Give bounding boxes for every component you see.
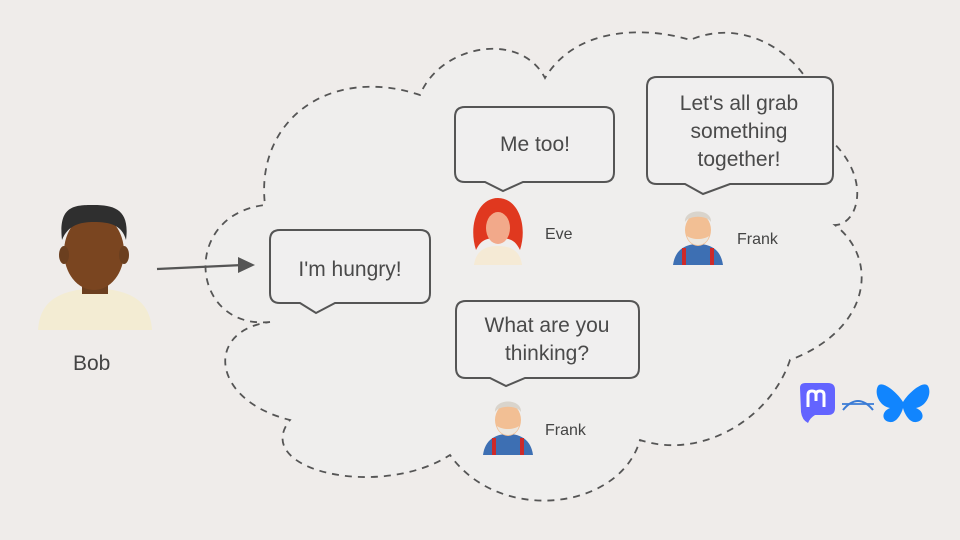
bluesky-icon xyxy=(876,384,930,423)
avatar-bob xyxy=(38,205,152,330)
speech-bubble-grab: Let's all grab something together! xyxy=(646,76,834,196)
bubble-thinking-text: What are you thinking? xyxy=(485,314,610,365)
bubble-line: together! xyxy=(698,148,781,171)
mastodon-icon xyxy=(800,383,835,423)
speech-bubble-me-too: Me too! xyxy=(454,106,615,193)
label-eve: Eve xyxy=(545,226,573,243)
speech-bubble-thinking: What are you thinking? xyxy=(455,300,640,388)
avatar-eve xyxy=(473,198,523,265)
bubble-me-too-text: Me too! xyxy=(500,133,570,156)
label-frank-top: Frank xyxy=(737,231,778,248)
arrow-bob-to-bubble xyxy=(156,257,255,273)
speech-bubble-hungry: I'm hungry! xyxy=(269,229,431,315)
bubble-line: Let's all grab xyxy=(680,92,798,115)
avatar-frank-top xyxy=(673,211,723,265)
label-frank-bottom: Frank xyxy=(545,422,586,439)
bubble-line: something xyxy=(691,120,788,143)
bridge-icon xyxy=(842,400,874,411)
label-bob: Bob xyxy=(73,352,111,375)
bubble-line: thinking? xyxy=(505,342,589,365)
bubble-line: Me too! xyxy=(500,133,570,156)
bubble-line: I'm hungry! xyxy=(298,258,401,281)
bubble-hungry-text: I'm hungry! xyxy=(298,258,401,281)
bubble-line: What are you xyxy=(485,314,610,337)
avatar-frank-bottom xyxy=(483,401,533,455)
bubble-grab-text: Let's all grab something together! xyxy=(680,92,798,171)
